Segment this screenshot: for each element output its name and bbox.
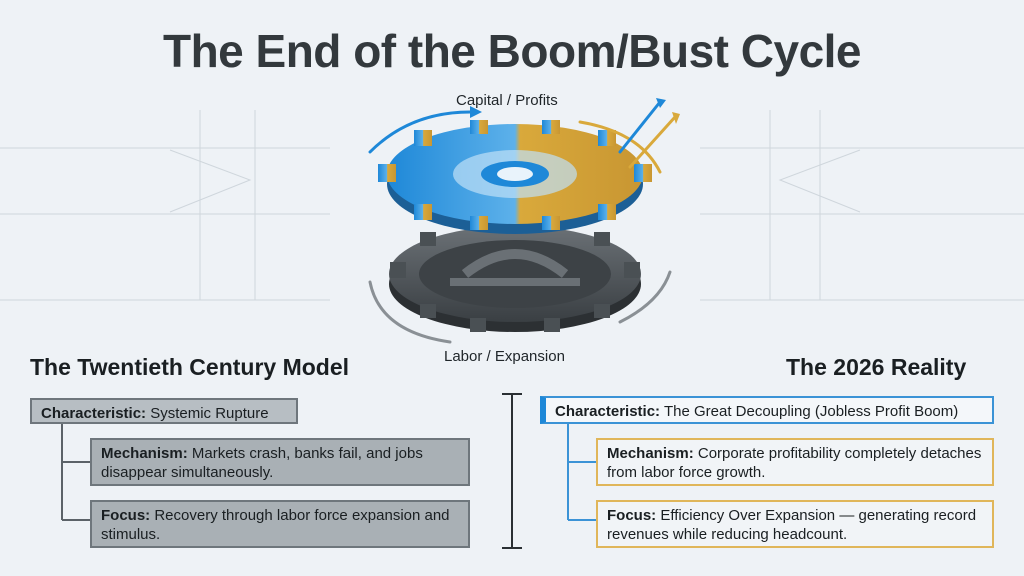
- right-characteristic-label: Characteristic:: [555, 403, 661, 420]
- right-focus-label: Focus:: [607, 507, 657, 524]
- left-section-heading: The Twentieth Century Model: [30, 354, 350, 380]
- gear-bottom-label: Labor / Expansion: [444, 348, 565, 365]
- right-mechanism-label: Mechanism:: [607, 445, 694, 462]
- left-mechanism-text: Markets crash, banks fail, and jobs disa…: [101, 445, 423, 481]
- gear-illustration: [368, 98, 680, 344]
- left-mechanism-label: Mechanism:: [101, 445, 188, 462]
- right-characteristic-text: The Great Decoupling (Jobless Profit Boo…: [663, 403, 959, 420]
- right-mechanism-box: Mechanism: Corporate profitability compl…: [596, 438, 994, 486]
- left-focus-text: Recovery through labor force expansion a…: [101, 507, 450, 543]
- left-focus-label: Focus:: [101, 507, 151, 524]
- left-characteristic-text: Systemic Rupture: [150, 405, 269, 422]
- right-section-heading: The 2026 Reality: [786, 354, 967, 380]
- left-focus-box: Focus: Recovery through labor force expa…: [90, 500, 470, 548]
- left-mechanism-box: Mechanism: Markets crash, banks fail, an…: [90, 438, 470, 486]
- gear-top-label: Capital / Profits: [456, 92, 558, 109]
- capital-gear-icon: [378, 120, 652, 234]
- right-mechanism-text: Corporate profitability completely detac…: [607, 445, 982, 481]
- right-focus-text: Efficiency Over Expansion — generating r…: [607, 507, 977, 543]
- right-characteristic-box: Characteristic: The Great Decoupling (Jo…: [540, 396, 994, 424]
- right-connector-lines: [567, 424, 596, 521]
- center-divider: [502, 393, 522, 549]
- blue-arrow-icon: [368, 110, 472, 154]
- left-characteristic-box: Characteristic: Systemic Rupture: [30, 398, 298, 424]
- labor-gear-icon: [389, 226, 641, 332]
- page-title: The End of the Boom/Bust Cycle: [162, 25, 862, 77]
- left-characteristic-label: Characteristic:: [41, 405, 147, 422]
- left-connector-lines: [61, 424, 90, 521]
- right-focus-box: Focus: Efficiency Over Expansion — gener…: [596, 500, 994, 548]
